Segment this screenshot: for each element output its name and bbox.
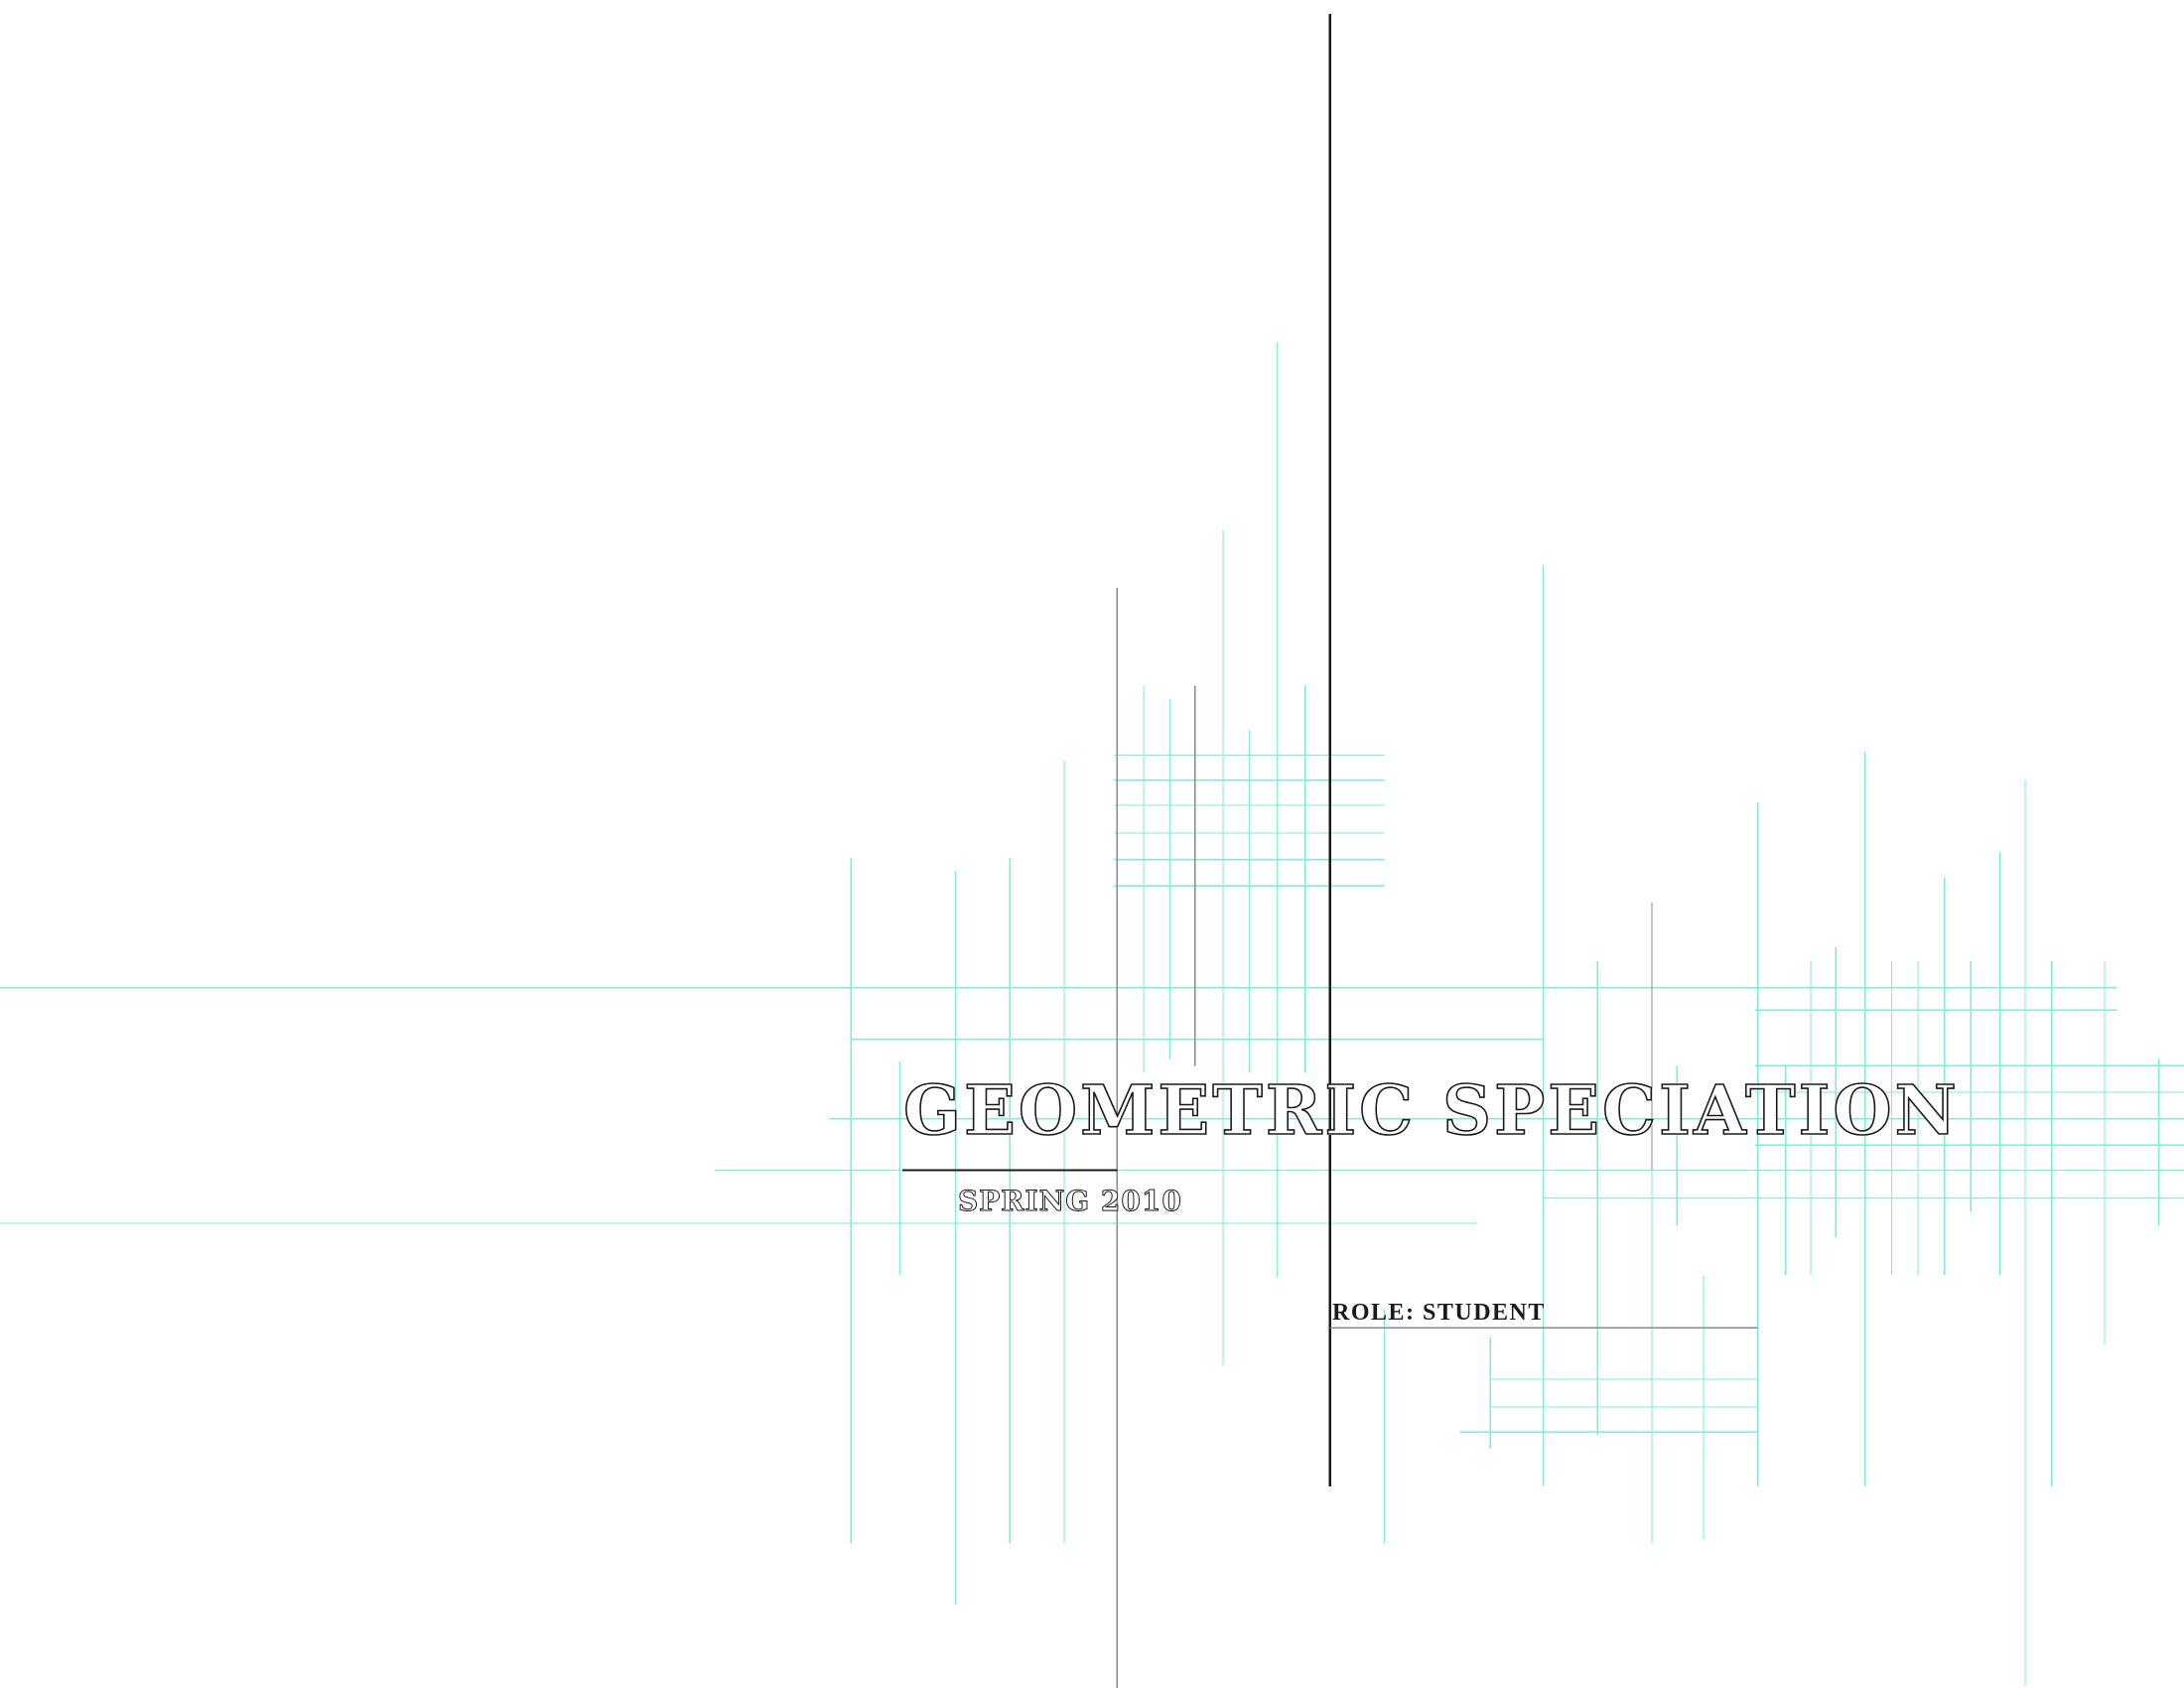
document-title: GEOMETRIC SPECIATION <box>902 1071 1960 1151</box>
role-label: ROLE: STUDENT <box>1332 1300 1546 1326</box>
document-subtitle: SPRING 2010 <box>958 1185 1182 1217</box>
